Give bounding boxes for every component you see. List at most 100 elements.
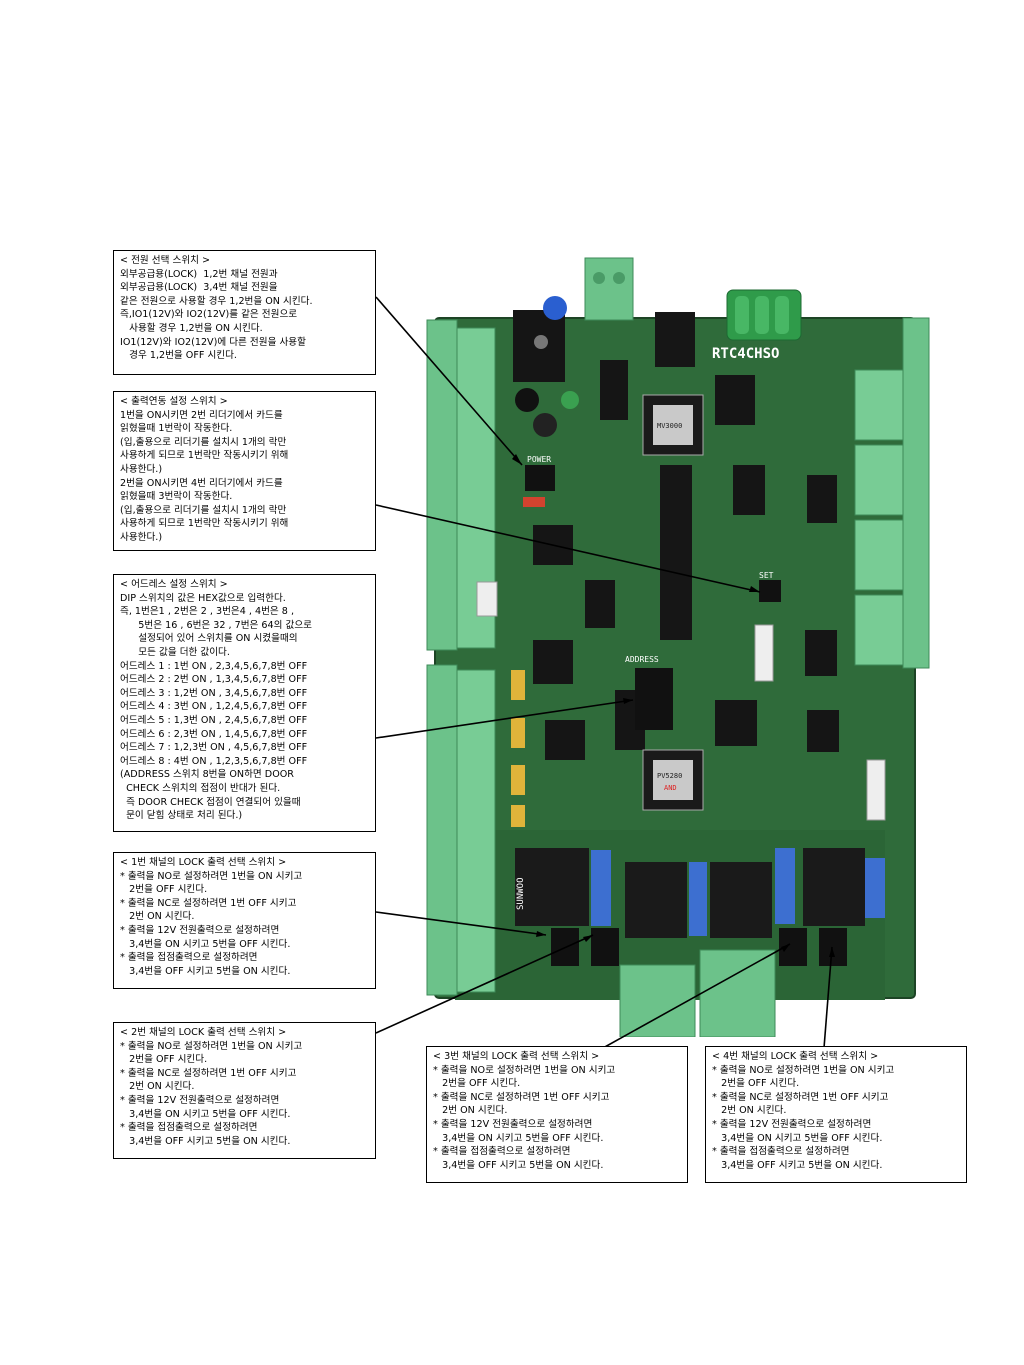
callout-line: (ADDRESS 스위치 8번을 ON하면 DOOR — [120, 769, 294, 781]
set-label: SET — [759, 571, 774, 580]
callout-line: 어드레스 2 : 2번 ON , 1,3,4,5,6,7,8번 OFF — [120, 674, 308, 686]
callout-title: < 어드레스 설정 스위치 > — [120, 579, 228, 590]
callout-line: * 출력을 12V 전원출력으로 설정하려면 — [433, 1118, 593, 1130]
callout-line: 어드레스 5 : 1,3번 ON , 2,4,5,6,7,8번 OFF — [120, 714, 308, 726]
callout-line: 어드레스 3 : 1,2번 ON , 3,4,5,6,7,8번 OFF — [120, 687, 308, 699]
callout-line: 2번을 ON시키면 4번 리더기에서 카드를 — [120, 477, 283, 489]
callout-lock-ch2: < 2번 채널의 LOCK 출력 선택 스위치 > * 출력을 NO로 설정하려… — [113, 1022, 376, 1159]
callout-line: 어드레스 4 : 3번 ON , 1,2,4,5,6,7,8번 OFF — [120, 701, 308, 713]
callout-title: < 출력연동 설정 스위치 > — [120, 396, 228, 407]
callout-line: 어드레스 7 : 1,2,3번 ON , 4,5,6,7,8번 OFF — [120, 742, 308, 754]
callout-line: 3,4번을 ON 시키고 5번을 OFF 시킨다. — [120, 1108, 291, 1120]
controller-board-photo: POWER MV3000 RTC4CHSO SET ADDRESS PV528 — [415, 250, 942, 1037]
white-connector — [754, 624, 774, 682]
callout-line: 3,4번을 OFF 시키고 5번을 ON 시킨다. — [120, 1135, 291, 1147]
callout-line: * 출력을 NC로 설정하려면 1번 OFF 시키고 — [120, 897, 297, 909]
power-label: POWER — [527, 455, 551, 464]
callout-line: 읽혔을때 1번락이 작동한다. — [120, 423, 233, 435]
address-dip-switch — [635, 668, 673, 730]
callout-line: 외부공급용(LOCK) 3,4번 채널 전원을 — [120, 282, 278, 294]
set-dip-switch — [759, 580, 781, 602]
white-connector — [476, 581, 498, 617]
callout-line: * 출력을 접점출력으로 설정하려면 — [433, 1146, 571, 1158]
callout-lock-ch4: < 4번 채널의 LOCK 출력 선택 스위치 > * 출력을 NO로 설정하려… — [705, 1046, 967, 1183]
cpld-chip: PV5280 AND — [642, 749, 704, 811]
callout-line: 사용한다.) — [120, 531, 163, 543]
callout-line: * 출력을 접점출력으로 설정하려면 — [712, 1146, 850, 1158]
callout-line: * 출력을 NC로 설정하려면 1번 OFF 시키고 — [120, 1067, 297, 1079]
top-terminal-block — [584, 257, 802, 341]
callout-line: 3,4번을 OFF 시키고 5번을 ON 시킨다. — [433, 1159, 604, 1171]
callout-title: < 2번 채널의 LOCK 출력 선택 스위치 > — [120, 1027, 287, 1038]
callout-line: 어드레스 1 : 1번 ON , 2,3,4,5,6,7,8번 OFF — [120, 660, 308, 672]
callout-line: 사용한다.) — [120, 463, 163, 475]
callout-title: < 전원 선택 스위치 > — [120, 255, 211, 266]
right-terminal-blocks — [854, 317, 930, 669]
callout-line: 즉 DOOR CHECK 접점이 연결되어 있을때 — [120, 796, 301, 808]
callout-line: * 출력을 접점출력으로 설정하려면 — [120, 1122, 258, 1134]
callout-line: 2번 ON 시킨다. — [120, 911, 195, 923]
callout-line: 3,4번을 OFF 시키고 5번을 ON 시킨다. — [712, 1159, 883, 1171]
callout-line: 어드레스 6 : 2,3번 ON , 1,4,5,6,7,8번 OFF — [120, 728, 308, 740]
callout-line: * 출력을 접점출력으로 설정하려면 — [120, 952, 258, 964]
callout-body: * 출력을 NO로 설정하려면 1번을 ON 시키고 2번을 OFF 시킨다.*… — [712, 1064, 960, 1173]
callout-line: 2번 ON 시킨다. — [712, 1105, 787, 1117]
white-connector — [866, 759, 886, 821]
callout-body: * 출력을 NO로 설정하려면 1번을 ON 시키고 2번을 OFF 시킨다.*… — [120, 1040, 369, 1149]
callout-line: * 출력을 NO로 설정하려면 1번을 ON 시키고 — [433, 1064, 616, 1076]
callout-line: CHECK 스위치의 접점이 반대가 된다. — [120, 782, 281, 794]
callout-line: 외부공급용(LOCK) 1,2번 채널 전원과 — [120, 268, 278, 280]
mcu-label: MV3000 — [657, 422, 682, 430]
callout-line: * 출력을 12V 전원출력으로 설정하려면 — [120, 924, 280, 936]
power-dip-switch — [525, 465, 555, 491]
callout-line: * 출력을 NC로 설정하려면 1번 OFF 시키고 — [712, 1091, 889, 1103]
relay-brand-label: SUNWOO — [516, 877, 526, 910]
callout-lock-ch1: < 1번 채널의 LOCK 출력 선택 스위치 > * 출력을 NO로 설정하려… — [113, 852, 376, 989]
callout-line: 모든 값을 더한 값이다. — [120, 646, 230, 658]
callout-title: < 3번 채널의 LOCK 출력 선택 스위치 > — [433, 1051, 600, 1062]
callout-line: 즉, 1번은1 , 2번은 2 , 3번은4 , 4번은 8 , — [120, 606, 295, 618]
callout-line: * 출력을 NO로 설정하려면 1번을 ON 시키고 — [712, 1064, 895, 1076]
callout-line: 경우 1,2번을 OFF 시킨다. — [120, 350, 237, 362]
callout-line: 3,4번을 ON 시키고 5번을 OFF 시킨다. — [712, 1132, 883, 1144]
callout-address-set: < 어드레스 설정 스위치 > DIP 스위치의 값은 HEX값으로 입력한다.… — [113, 574, 376, 832]
callout-line: 같은 전원으로 사용할 경우 1,2번을 ON 시킨다. — [120, 295, 313, 307]
callout-line: (입,출용으로 리더기를 설치시 1개의 락만 — [120, 436, 287, 448]
callout-line: 사용하게 되므로 1번락만 작동시키기 위해 — [120, 450, 289, 462]
callout-line: 3,4번을 ON 시키고 5번을 OFF 시킨다. — [120, 938, 291, 950]
callout-line: IO1(12V)와 IO2(12V)에 다른 전원을 사용할 — [120, 336, 306, 348]
callout-lock-ch3: < 3번 채널의 LOCK 출력 선택 스위치 > * 출력을 NO로 설정하려… — [426, 1046, 688, 1183]
callout-body: * 출력을 NO로 설정하려면 1번을 ON 시키고 2번을 OFF 시킨다.*… — [433, 1064, 681, 1173]
callout-line: 2번 ON 시킨다. — [433, 1105, 508, 1117]
callout-line: (입,출용으로 리더기를 설치시 1개의 락만 — [120, 504, 287, 516]
callout-line: 읽혔을때 3번락이 작동한다. — [120, 491, 233, 503]
cpld-label: PV5280 — [657, 772, 682, 780]
callout-line: * 출력을 NC로 설정하려면 1번 OFF 시키고 — [433, 1091, 610, 1103]
callout-body: DIP 스위치의 값은 HEX값으로 입력한다. 즉, 1번은1 , 2번은 2 … — [120, 592, 369, 823]
callout-line: 5번은 16 , 6번은 32 , 7번은 64의 값으로 — [120, 619, 312, 631]
callout-line: 3,4번을 ON 시키고 5번을 OFF 시킨다. — [433, 1132, 604, 1144]
address-label: ADDRESS — [625, 655, 659, 664]
relay-3 — [710, 848, 795, 938]
callout-title: < 1번 채널의 LOCK 출력 선택 스위치 > — [120, 857, 287, 868]
long-dip-ic — [660, 465, 692, 640]
relay-1: SUNWOO — [515, 848, 611, 926]
callout-title: < 4번 채널의 LOCK 출력 선택 스위치 > — [712, 1051, 879, 1062]
main-mcu: MV3000 — [642, 394, 704, 456]
callout-line: * 출력을 NO로 설정하려면 1번을 ON 시키고 — [120, 870, 303, 882]
callout-line: * 출력을 12V 전원출력으로 설정하려면 — [712, 1118, 872, 1130]
callout-body: * 출력을 NO로 설정하려면 1번을 ON 시키고 2번을 OFF 시킨다.*… — [120, 870, 369, 979]
callout-line: 사용할 경우 1,2번을 ON 시킨다. — [120, 322, 263, 334]
top-ic — [655, 312, 695, 367]
relay-4 — [803, 848, 885, 926]
callout-line: 1번을 ON시키면 2번 리더기에서 카드를 — [120, 409, 283, 421]
callout-line: 문이 닫힘 상태로 처리 된다.) — [120, 810, 243, 822]
relay-2 — [625, 862, 707, 938]
callout-line: DIP 스위치의 값은 HEX값으로 입력한다. — [120, 592, 286, 604]
callout-line: 어드레스 8 : 4번 ON , 1,2,3,5,6,7,8번 OFF — [120, 755, 308, 767]
callout-line: 사용하게 되므로 1번락만 작동시키기 위해 — [120, 518, 289, 530]
